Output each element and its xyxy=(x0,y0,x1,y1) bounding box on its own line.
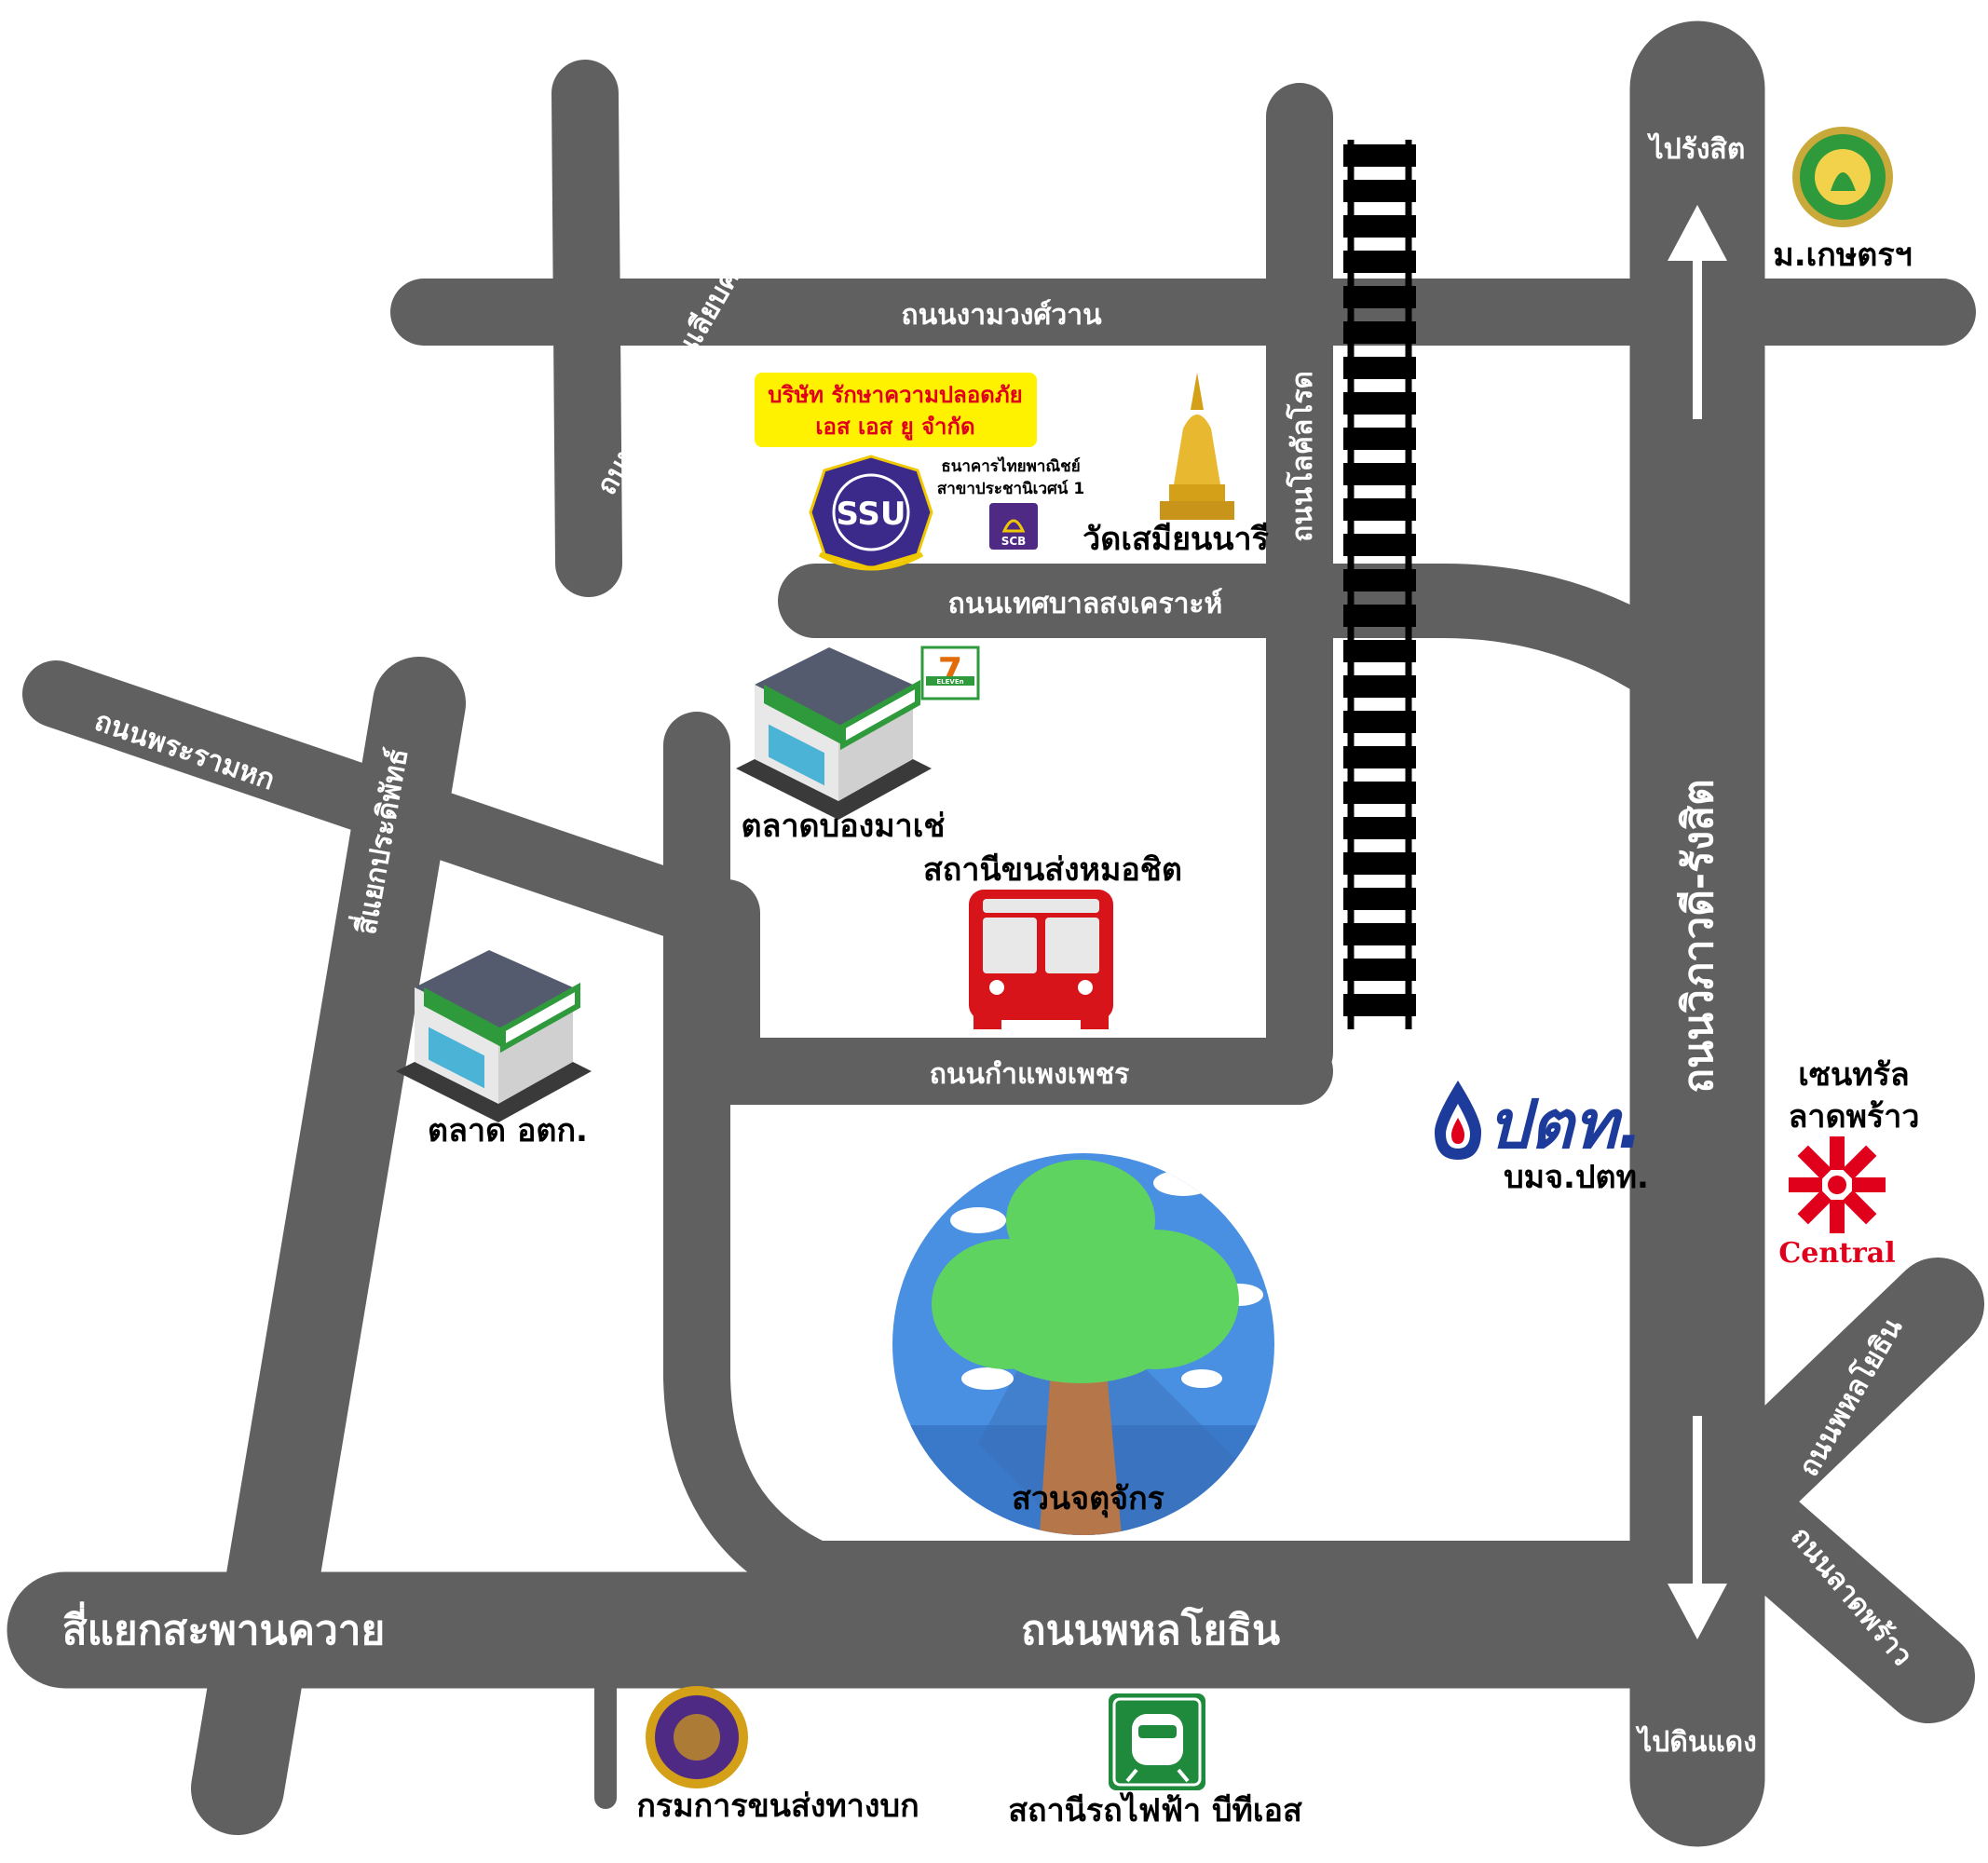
label-wat: วัดเสมียนนารี xyxy=(1083,521,1269,558)
label-lokkhanathorn: ถนนโลคัลโรด xyxy=(1285,371,1319,542)
label-scb-line2: สาขาประชานิเวศน์ 1 xyxy=(937,479,1084,498)
label-company-line1: บริษัท รักษาความปลอดภัย xyxy=(768,382,1023,408)
pagoda-icon xyxy=(1160,373,1234,520)
label-scb-line1: ธนาคารไทยพาณิชย์ xyxy=(941,456,1080,476)
label-phahonyothin-main: ถนนพหลโยธิน xyxy=(1021,1605,1280,1654)
label-ptt-company: บมจ.ปตท. xyxy=(1504,1159,1649,1196)
dlt-seal-icon xyxy=(646,1686,748,1788)
company-box xyxy=(755,373,1037,447)
label-bts: สถานีรถไฟฟ้า บีทีเอส xyxy=(1008,1791,1302,1829)
label-thetsaban: ถนนเทศบาลสงเคราะห์ xyxy=(948,588,1223,620)
road-ladprao xyxy=(1658,1435,1975,1723)
label-to-dindaeng: ไปดินแดง xyxy=(1635,1725,1757,1759)
label-mochit: สถานีขนส่งหมอชิต xyxy=(923,851,1182,889)
label-7eleven: ELEVEn xyxy=(936,678,963,686)
label-kasetsart: ม.เกษตรฯ xyxy=(1773,237,1912,274)
ssu-badge-icon: SSU xyxy=(809,455,933,571)
road-prachachuen xyxy=(551,60,622,597)
label-ngamwongwan: ถนนงามวงศ์วาน xyxy=(901,299,1102,332)
label-company-line2: เอส เอส ยู จำกัด xyxy=(815,414,974,441)
label-chatuchak-park: สวนจตุจักร xyxy=(1012,1480,1165,1518)
railway-track-icon xyxy=(1343,140,1416,1029)
label-central-line1: เซนทรัล xyxy=(1798,1056,1909,1094)
7eleven-logo-icon: 7 ELEVEn xyxy=(920,646,980,700)
bts-train-icon xyxy=(1109,1693,1205,1790)
central-logo-icon: Central xyxy=(1778,1136,1896,1270)
bus-icon xyxy=(969,890,1113,1029)
tree-park-icon xyxy=(892,1153,1274,1535)
label-dlt: กรมการขนส่งทางบก xyxy=(636,1788,919,1825)
market-shop-icon xyxy=(396,950,592,1122)
label-or-tor-kor: ตลาด อตก. xyxy=(428,1112,588,1149)
kasetsart-seal-icon xyxy=(1792,127,1893,227)
road-kamphaengphet xyxy=(693,879,1333,1105)
up-arrow-icon xyxy=(1668,205,1727,419)
central-logo-text: Central xyxy=(1778,1237,1895,1270)
ptt-logo-text: ปตท. xyxy=(1487,1085,1642,1163)
ssu-logo-text: SSU xyxy=(836,496,905,533)
label-central-line2: ลาดพร้าว xyxy=(1789,1098,1920,1135)
label-bong-marche: ตลาดบองมาเช่ xyxy=(742,808,946,845)
scb-logo-icon: SCB xyxy=(989,503,1038,550)
ptt-logo-icon: ปตท. xyxy=(1435,1081,1643,1163)
label-kamphaengphet: ถนนกำแพงเพชร xyxy=(930,1058,1129,1091)
market-shop-icon xyxy=(736,647,932,820)
down-arrow-icon xyxy=(1668,1416,1727,1639)
scb-logo-text: SCB xyxy=(1001,535,1027,548)
label-to-rangsit: ไปรังสิต xyxy=(1647,132,1746,166)
label-saphan-khwai: สี่แยกสะพานควาย xyxy=(62,1601,386,1654)
label-vibhavadi: ถนนวิภาวดี-รังสิต xyxy=(1675,779,1722,1093)
